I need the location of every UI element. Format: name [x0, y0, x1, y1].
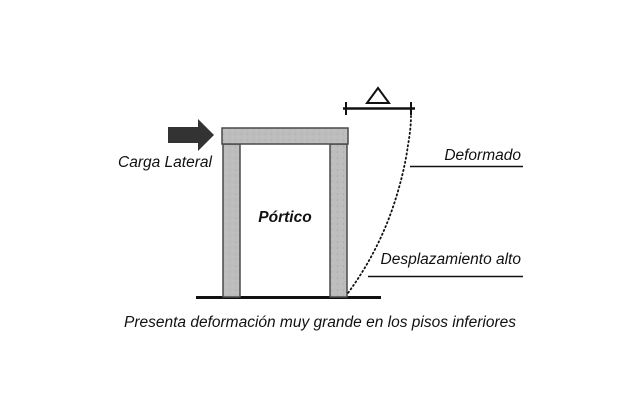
beam: [221, 127, 349, 145]
deformed-shape-curve: [347, 115, 412, 294]
frame-label: Pórtico: [258, 209, 311, 226]
caption: Presenta deformación muy grande en los p…: [124, 314, 516, 331]
displacement-label: Desplazamiento alto: [381, 251, 522, 268]
triangle-icon: [365, 86, 391, 104]
deformed-label: Deformado: [444, 147, 521, 164]
right-column: [329, 143, 348, 298]
load-label: Carga Lateral: [118, 154, 212, 171]
left-column: [222, 143, 241, 298]
right-arrow-icon: [168, 119, 214, 151]
